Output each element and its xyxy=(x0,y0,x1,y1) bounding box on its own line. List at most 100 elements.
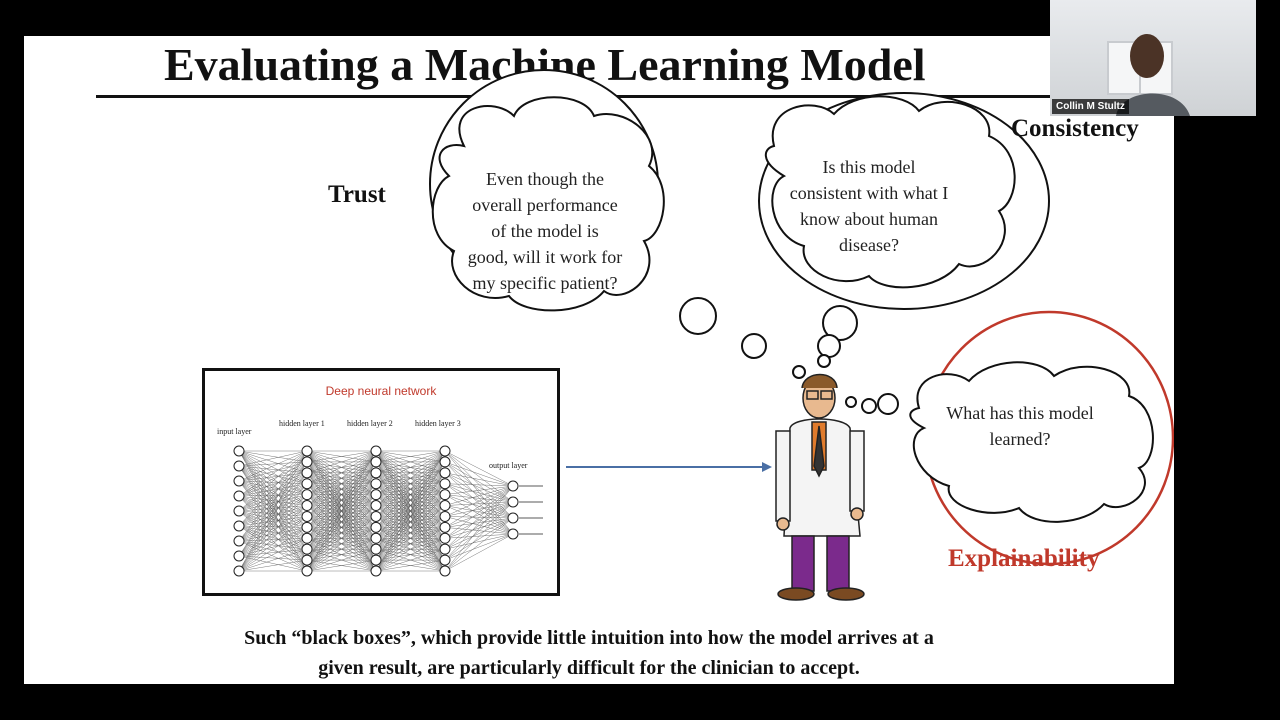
thought-line: know about human xyxy=(800,209,938,229)
network-edge xyxy=(238,555,308,572)
thought-line: overall performance xyxy=(472,195,618,215)
network-node xyxy=(439,543,451,555)
slide: Evaluating a Machine Learning Model xyxy=(24,36,1174,684)
network-node xyxy=(233,535,245,547)
network-node xyxy=(233,490,245,502)
network-edge xyxy=(375,450,446,550)
layer-label: input layer xyxy=(217,427,252,436)
network-edge xyxy=(306,450,377,484)
network-edge xyxy=(444,483,514,519)
explainability-label: Explainability xyxy=(948,545,1100,572)
network-edge xyxy=(306,548,377,572)
network-edge xyxy=(444,516,514,519)
network-edge xyxy=(444,527,514,535)
webcam-tile[interactable]: Collin M Stultz xyxy=(1050,0,1256,116)
consistency-thought-text: Is this model consistent with what I kno… xyxy=(764,154,974,258)
network-node xyxy=(439,478,451,490)
network-edge xyxy=(444,472,514,519)
explainability-thought-bubble xyxy=(792,310,1174,566)
network-edge xyxy=(238,461,308,497)
network-edge xyxy=(444,501,514,561)
network-node xyxy=(233,505,245,517)
network-node xyxy=(370,489,382,501)
network-edge xyxy=(306,494,377,572)
network-edge xyxy=(238,480,308,484)
network-edge xyxy=(238,465,308,539)
network-edge xyxy=(238,472,308,482)
network-edge xyxy=(444,461,514,519)
network-edge xyxy=(238,450,308,539)
network-edge xyxy=(444,485,514,539)
network-edge xyxy=(444,472,514,503)
network-edge xyxy=(238,465,308,528)
network-node xyxy=(301,543,313,555)
network-edge xyxy=(444,494,514,535)
participant-video xyxy=(1107,34,1190,116)
network-edge xyxy=(238,483,308,527)
network-edge xyxy=(444,472,514,535)
slide-artwork xyxy=(429,69,1174,601)
network-edge xyxy=(375,483,446,572)
network-node xyxy=(301,478,313,490)
network-edge xyxy=(238,472,308,527)
network-node xyxy=(370,554,382,566)
network-edge xyxy=(444,533,514,572)
network-node xyxy=(301,510,313,522)
network-edge xyxy=(238,450,308,474)
network-node xyxy=(507,528,519,540)
network-edge xyxy=(238,494,308,572)
network-edge xyxy=(444,505,514,535)
network-edge xyxy=(306,527,377,572)
network-node xyxy=(301,489,313,501)
network-edge xyxy=(444,501,514,517)
network-edge xyxy=(238,465,308,517)
network-edge xyxy=(306,450,377,561)
slide-caption: Such “black boxes”, which provide little… xyxy=(24,623,1154,683)
network-edge xyxy=(238,483,308,512)
network-edge xyxy=(238,465,308,550)
network-edge xyxy=(238,450,308,557)
network-edge xyxy=(238,461,308,467)
network-node xyxy=(439,500,451,512)
network-edge xyxy=(238,495,308,517)
network-edge xyxy=(306,450,377,517)
network-edge xyxy=(444,517,514,561)
network-edge xyxy=(238,465,308,474)
network-edge xyxy=(238,465,308,561)
network-edge xyxy=(444,501,514,539)
network-edge xyxy=(238,450,308,495)
network-edge xyxy=(375,548,446,572)
network-edge xyxy=(238,450,308,550)
network-edge xyxy=(238,472,308,542)
network-edge xyxy=(444,485,514,495)
network-edge xyxy=(238,480,308,506)
network-edge xyxy=(375,472,446,572)
network-edge xyxy=(375,450,446,517)
network-edge xyxy=(444,533,514,561)
arrow-to-clinician xyxy=(566,462,772,472)
network-edge xyxy=(306,483,377,572)
network-edge xyxy=(238,461,308,527)
network-edge xyxy=(306,505,377,572)
network-edge xyxy=(238,480,308,561)
network-node xyxy=(233,475,245,487)
network-node xyxy=(301,500,313,512)
network-edge xyxy=(238,505,308,512)
network-node xyxy=(370,510,382,522)
network-edge xyxy=(238,450,308,482)
network-edge xyxy=(238,505,308,557)
network-node xyxy=(233,520,245,532)
network-edge xyxy=(306,450,377,506)
network-edge xyxy=(306,538,377,572)
caption-line: Such “black boxes”, which provide little… xyxy=(244,627,934,649)
network-edge xyxy=(306,450,377,463)
network-edge xyxy=(444,517,514,572)
network-edge xyxy=(238,480,308,517)
network-edge xyxy=(375,450,446,528)
network-node xyxy=(370,478,382,490)
network-node xyxy=(301,521,313,533)
network-edge xyxy=(238,461,308,557)
network-node xyxy=(439,510,451,522)
network-edge xyxy=(238,516,308,527)
network-edge xyxy=(238,480,308,572)
